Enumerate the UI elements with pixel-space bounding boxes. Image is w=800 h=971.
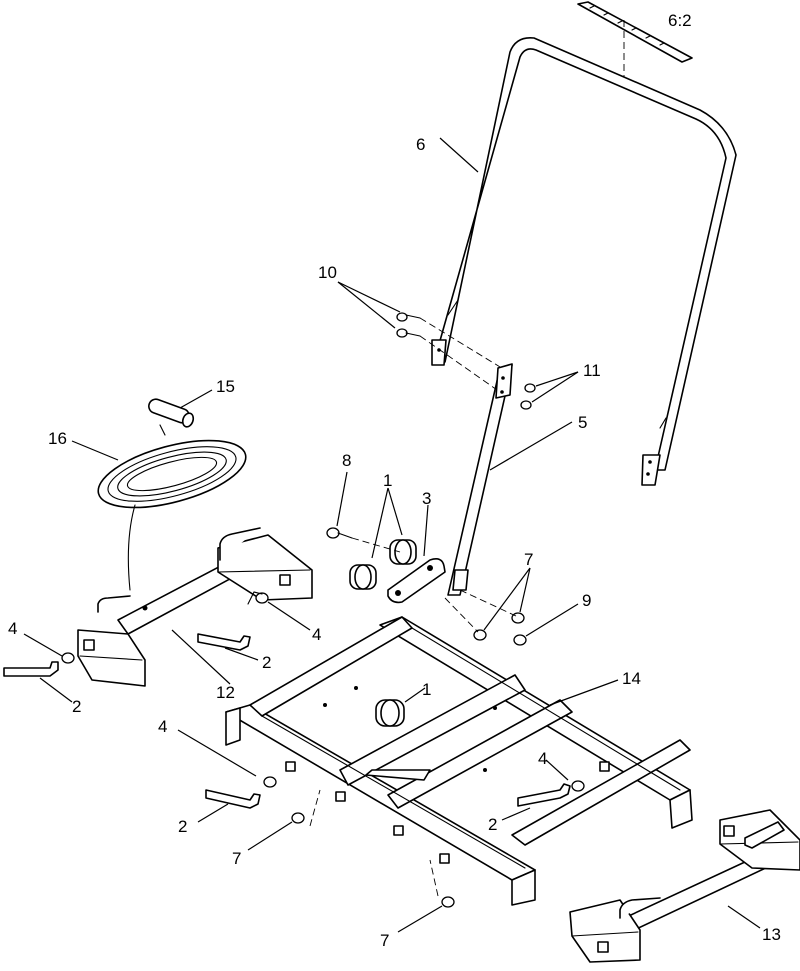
- callout-7-lower: 7: [380, 931, 389, 950]
- bumper-single: [375, 699, 405, 727]
- pin-clip-left-rear: [197, 591, 269, 651]
- handle-bar: [431, 36, 737, 486]
- callout-12: 12: [216, 683, 235, 702]
- bolts-10: [396, 312, 506, 393]
- callout-1-lower: 1: [422, 680, 431, 699]
- cable-coil: [97, 424, 247, 591]
- callout-3: 3: [422, 489, 431, 508]
- bolt-8: [326, 527, 401, 553]
- callout-15: 15: [216, 377, 235, 396]
- callout-16: 16: [48, 429, 67, 448]
- callout-2-front-left: 2: [178, 817, 187, 836]
- callout-4-front-left: 4: [158, 717, 167, 736]
- callout-6: 6: [416, 135, 425, 154]
- callout-7-upper: 7: [524, 550, 533, 569]
- decal-strip: [577, 1, 693, 85]
- pin-clip-left-front: [3, 652, 75, 677]
- nuts-11: [520, 383, 536, 410]
- main-frame: [225, 616, 693, 906]
- nuts-7-bottom: [291, 789, 455, 908]
- lock-pin: [148, 398, 195, 428]
- nuts-7-9: [444, 589, 527, 646]
- mount-plate: [387, 558, 446, 604]
- callout-11: 11: [583, 361, 601, 380]
- callout-14: 14: [622, 669, 641, 688]
- callout-4-left: 4: [8, 619, 17, 638]
- callout-4-front-right: 4: [538, 749, 547, 768]
- callout-1-upper: 1: [383, 471, 392, 490]
- bumper-pair: [349, 539, 417, 590]
- callout-5: 5: [578, 413, 587, 432]
- callout-10: 10: [318, 263, 337, 282]
- callout-2-left: 2: [72, 697, 81, 716]
- callout-6-2: 6:2: [668, 11, 692, 30]
- callout-2-mid: 2: [262, 653, 271, 672]
- callout-labels: 6:2 6 10 11 5 15 16 8 1 3 7 9 4 4 2 2 12…: [8, 11, 781, 950]
- callout-13: 13: [762, 925, 781, 944]
- callout-4-mid: 4: [312, 625, 321, 644]
- right-side-frame: [569, 809, 800, 963]
- pin-clip-front-right: [517, 780, 585, 807]
- callout-7-lower-left: 7: [232, 849, 241, 868]
- callout-9: 9: [582, 591, 591, 610]
- left-side-frame: [77, 527, 313, 687]
- callout-2-front-right: 2: [488, 815, 497, 834]
- leader-lines: [23, 137, 761, 933]
- pin-clip-front-left: [205, 776, 277, 809]
- upright-post: [447, 363, 513, 596]
- callout-8: 8: [342, 451, 351, 470]
